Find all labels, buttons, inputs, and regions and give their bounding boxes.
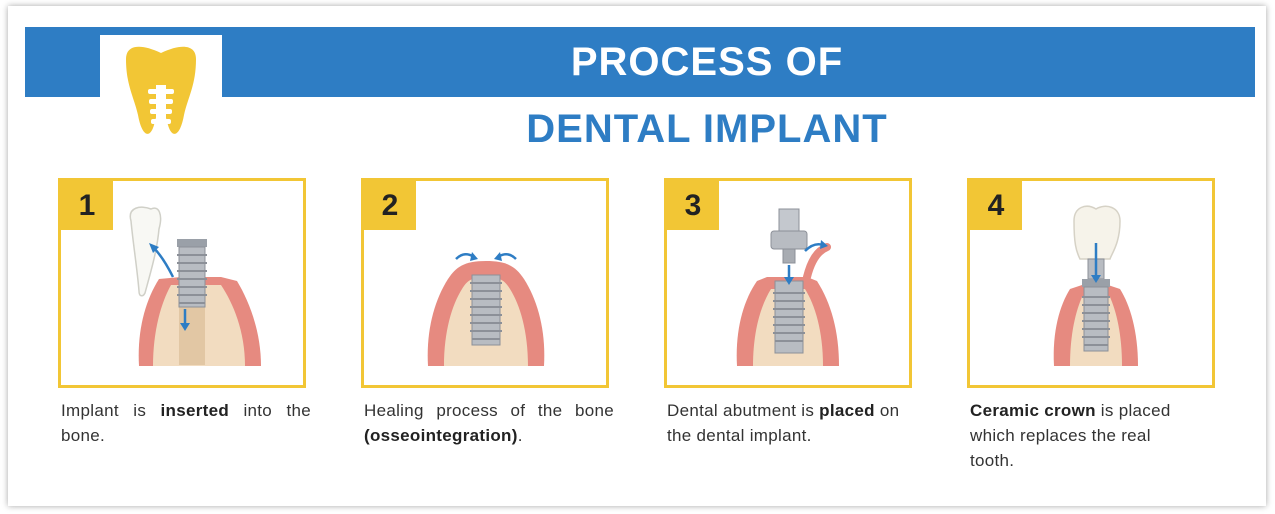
step-3-panel: 3	[664, 178, 912, 388]
step-3-caption: Dental abutment is placed on the dental …	[667, 398, 917, 448]
step-2-panel: 2	[361, 178, 609, 388]
logo	[100, 35, 222, 147]
tooth-implant-icon	[118, 45, 204, 141]
title-line-1: PROCESS OF	[500, 36, 914, 88]
step-2-caption: Healing process of the bone (osseointegr…	[364, 398, 614, 448]
step-number: 4	[970, 181, 1022, 230]
step-number: 2	[364, 181, 416, 230]
step-number: 1	[61, 181, 113, 230]
step-1-panel: 1	[58, 178, 306, 388]
title-line-2: DENTAL IMPLANT	[440, 105, 974, 153]
step-number: 3	[667, 181, 719, 230]
step-4-panel: 4	[967, 178, 1215, 388]
step-1-caption: Implant is inserted into the bone.	[61, 398, 311, 448]
step-4-caption: Ceramic crown is placed which replaces t…	[970, 398, 1200, 473]
